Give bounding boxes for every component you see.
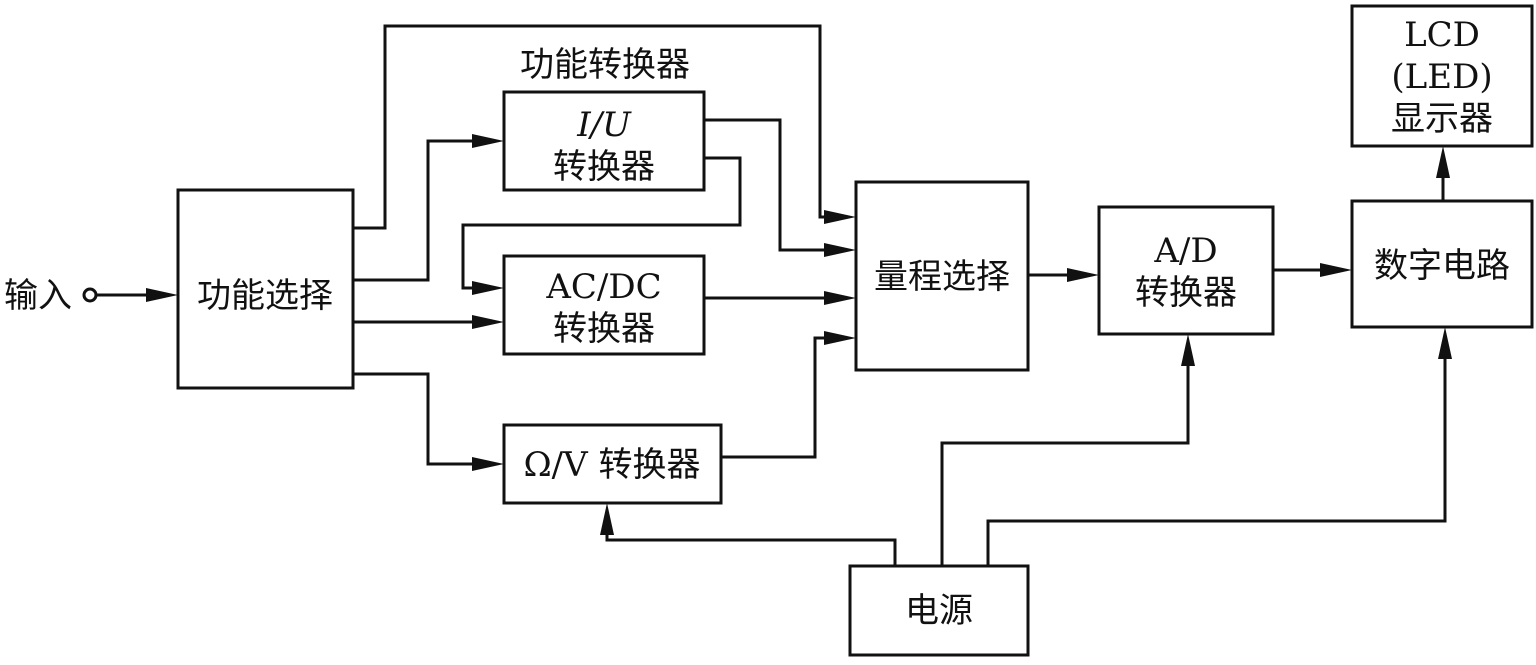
function-select-label: 功能选择	[197, 276, 333, 316]
ohm-v-converter-label: Ω/V 转换器	[523, 445, 700, 485]
ohm-v-converter-block	[502, 423, 723, 505]
display-label-line2: (LED)	[1391, 57, 1492, 97]
connection-line	[704, 118, 838, 252]
ad-converter-label-line1: A/D	[1153, 231, 1217, 271]
acdc-converter-block	[502, 254, 706, 356]
arrow-head	[1181, 334, 1195, 366]
arrow-head	[146, 288, 178, 302]
iu-converter-block	[502, 90, 706, 192]
function-converter-group-label: 功能转换器	[520, 45, 690, 85]
arrow-head	[824, 291, 856, 305]
arrow-head	[472, 315, 504, 329]
input-label: 输入	[4, 276, 72, 316]
digital-circuit-block	[1350, 199, 1534, 329]
arrow-head	[1438, 327, 1452, 359]
arrow-head	[472, 457, 504, 471]
arrow-head	[824, 210, 856, 224]
ad-converter-label-line2: 转换器	[1135, 273, 1237, 313]
arrow-head	[824, 243, 856, 257]
connection-line	[605, 521, 897, 566]
connection-line	[353, 139, 486, 282]
arrow-head	[600, 503, 614, 535]
display-block	[1350, 4, 1534, 148]
power-supply-block	[848, 564, 1030, 657]
connection-line	[940, 352, 1190, 566]
function-select-block	[176, 188, 355, 390]
ad-converter-block	[1097, 205, 1275, 336]
display-label-line1: LCD	[1404, 15, 1480, 55]
range-select-label: 量程选择	[874, 257, 1010, 297]
digital-circuit-label: 数字电路	[1374, 246, 1510, 286]
acdc-converter-label-line1: AC/DC	[545, 267, 661, 307]
power-supply-label: 电源	[905, 591, 973, 631]
arrow-head	[472, 134, 504, 148]
range-select-block	[854, 180, 1030, 372]
arrow-head	[824, 331, 856, 345]
iu-converter-label-line1: I/U	[576, 105, 632, 145]
connection-line	[986, 345, 1447, 566]
arrow-head	[1067, 268, 1099, 282]
acdc-converter-label-line2: 转换器	[553, 309, 655, 349]
display-label-line3: 显示器	[1391, 99, 1493, 139]
connection-line	[721, 336, 838, 459]
arrow-head	[1436, 146, 1450, 178]
input-terminal	[82, 287, 98, 303]
connection-line	[353, 24, 838, 230]
connection-line	[461, 156, 742, 290]
arrow-head	[472, 281, 504, 295]
arrow-head	[1320, 263, 1352, 277]
connection-line	[353, 372, 486, 466]
iu-converter-label-line2: 转换器	[553, 147, 655, 187]
